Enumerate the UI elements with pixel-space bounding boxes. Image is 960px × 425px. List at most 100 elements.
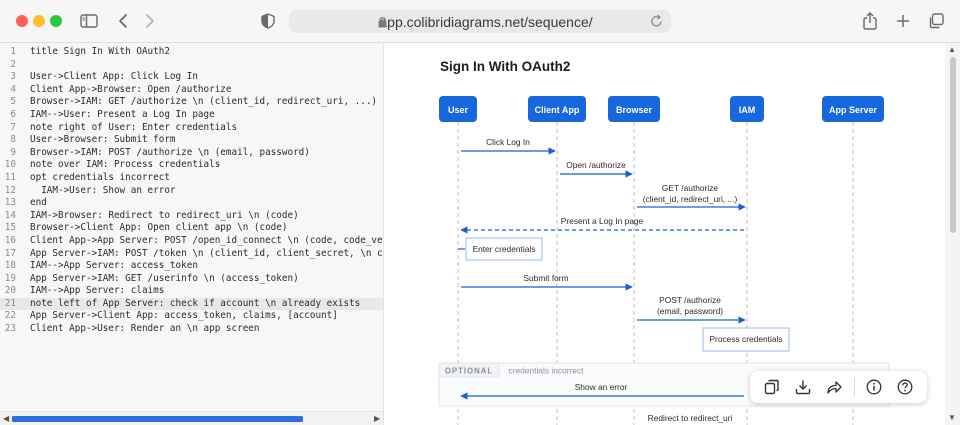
diagram-canvas[interactable]: Sign In With OAuth2 User Client App Brow… (385, 43, 960, 425)
code-text[interactable]: User->Client App: Click Log In (30, 71, 198, 83)
note-enter-credentials[interactable]: Enter credentials (458, 237, 543, 261)
info-icon[interactable] (862, 375, 886, 399)
code-text[interactable]: IAM-->App Server: access_token (30, 260, 198, 272)
scroll-left-icon[interactable]: ◀ (3, 414, 10, 423)
vertical-scrollbar[interactable]: ▲ ▼ (945, 43, 960, 425)
message-present-log-in-page[interactable]: Present a Log In page (460, 216, 744, 234)
url-text: app.colibridiagrams.net/sequence/ (379, 13, 593, 30)
note-process-credentials[interactable]: Process credentials (702, 327, 790, 352)
code-text[interactable]: opt credentials incorrect (30, 171, 170, 183)
code-text[interactable]: Client App->Browser: Open /authorize (30, 83, 232, 95)
code-text[interactable]: Client App->User: Render an \n app scree… (30, 323, 260, 335)
sidebar-icon[interactable] (79, 11, 99, 31)
address-bar[interactable]: app.colibridiagrams.net/sequence/ (289, 10, 671, 33)
svg-text:Client App: Client App (535, 105, 580, 115)
code-text[interactable]: title Sign In With OAuth2 (30, 46, 170, 57)
message-show-an-error[interactable]: Show an error (460, 382, 744, 400)
copy-icon[interactable] (760, 375, 784, 399)
code-text[interactable]: IAM-->User: Present a Log In page (30, 108, 215, 120)
code-text[interactable]: IAM->User: Show an error (30, 184, 176, 196)
svg-text:GET /authorize: GET /authorize (662, 183, 719, 193)
scroll-up-icon[interactable]: ▲ (948, 45, 956, 54)
download-icon[interactable] (791, 375, 815, 399)
tabs-overview-icon[interactable] (926, 11, 946, 31)
share-icon[interactable] (860, 11, 880, 31)
maximize-window-button[interactable] (50, 15, 62, 27)
line-number: 10 (4, 159, 16, 171)
lock-icon (378, 15, 387, 33)
forward-chevron-icon[interactable] (140, 11, 160, 31)
code-line[interactable]: 2 (0, 59, 383, 72)
participant-user[interactable]: User (439, 96, 477, 122)
close-window-button[interactable] (16, 15, 28, 27)
participant-browser[interactable]: Browser (608, 96, 660, 122)
line-number: 16 (4, 234, 16, 246)
code-line[interactable]: 16 Client App->App Server: POST /open_id_… (0, 234, 384, 248)
participant-app-server[interactable]: App Server (822, 96, 884, 122)
horizontal-scrollbar[interactable]: ◀ ▶ (0, 411, 383, 425)
code-line[interactable]: 4 Client App->Browser: Open /authorize (0, 83, 383, 97)
code-text[interactable]: end (30, 197, 47, 209)
message-click-log-in[interactable]: Click Log In (461, 137, 556, 155)
code-text[interactable]: IAM-->App Server: claims (30, 285, 165, 297)
message-post-authorize[interactable]: POST /authorize (email, password) (637, 295, 746, 324)
share-arrow-icon[interactable] (822, 375, 846, 399)
code-text[interactable]: Client App->App Server: POST /open_id_co… (30, 234, 384, 246)
message-redirect-to-redirect-uri[interactable]: Redirect to redirect_uri (648, 413, 733, 423)
code-text[interactable]: IAM->Browser: Redirect to redirect_uri \… (30, 209, 299, 221)
code-text[interactable]: note over IAM: Process credentials (30, 159, 221, 171)
line-number: 23 (4, 323, 16, 335)
line-number: 4 (10, 83, 16, 95)
scroll-down-icon[interactable]: ▼ (948, 413, 956, 422)
vertical-scroll-thumb[interactable] (950, 57, 956, 233)
code-line[interactable]: 17 App Server->IAM: POST /token \n (clien… (0, 247, 384, 261)
new-tab-plus-icon[interactable] (893, 11, 913, 31)
code-line[interactable]: 22 App Server->Client App: access_token, … (0, 310, 383, 323)
code-line[interactable]: 23 Client App->User: Render an \n app scr… (0, 323, 383, 336)
participant-client-app[interactable]: Client App (528, 96, 586, 122)
code-text[interactable]: Browser->IAM: GET /authorize \n (client_… (30, 96, 378, 108)
help-icon[interactable] (893, 375, 917, 399)
message-open-authorize[interactable]: Open /authorize (560, 160, 633, 178)
code-text[interactable]: App Server->IAM: POST /token \n (client_… (30, 247, 384, 259)
code-text[interactable]: App Server->Client App: access_token, cl… (30, 310, 338, 322)
optional-block[interactable]: OPTIONAL credentials incorrect (438, 362, 890, 407)
code-text[interactable]: App Server->IAM: GET /userinfo \n (acces… (30, 272, 299, 284)
code-line[interactable]: 10 note over IAM: Process credentials (0, 159, 383, 172)
scroll-right-icon[interactable]: ▶ (374, 414, 381, 423)
shield-icon[interactable] (258, 11, 278, 31)
code-text[interactable]: Browser->Client App: Open client app \n … (30, 222, 288, 234)
back-chevron-icon[interactable] (113, 11, 133, 31)
code-line[interactable]: 6 IAM-->User: Present a Log In page (0, 108, 383, 122)
message-submit-form[interactable]: Submit form (461, 273, 633, 291)
code-text[interactable]: User->Browser: Submit form (30, 134, 176, 146)
code-text[interactable]: Browser->IAM: POST /authorize \n (email,… (30, 146, 310, 158)
line-number: 17 (4, 247, 16, 259)
message-get-authorize[interactable]: GET /authorize (client_id, redirect_uri,… (637, 183, 746, 211)
participant-iam[interactable]: IAM (730, 96, 764, 122)
line-number: 22 (4, 310, 16, 322)
reload-icon[interactable] (650, 14, 663, 33)
code-text[interactable]: note left of App Server: check if accoun… (30, 297, 361, 309)
line-number: 6 (10, 108, 16, 120)
horizontal-scroll-thumb[interactable] (12, 416, 303, 422)
code-line[interactable]: 12 IAM->User: Show an error (0, 184, 383, 198)
minimize-window-button[interactable] (33, 15, 45, 27)
code-text[interactable]: note right of User: Enter credentials (30, 121, 238, 133)
